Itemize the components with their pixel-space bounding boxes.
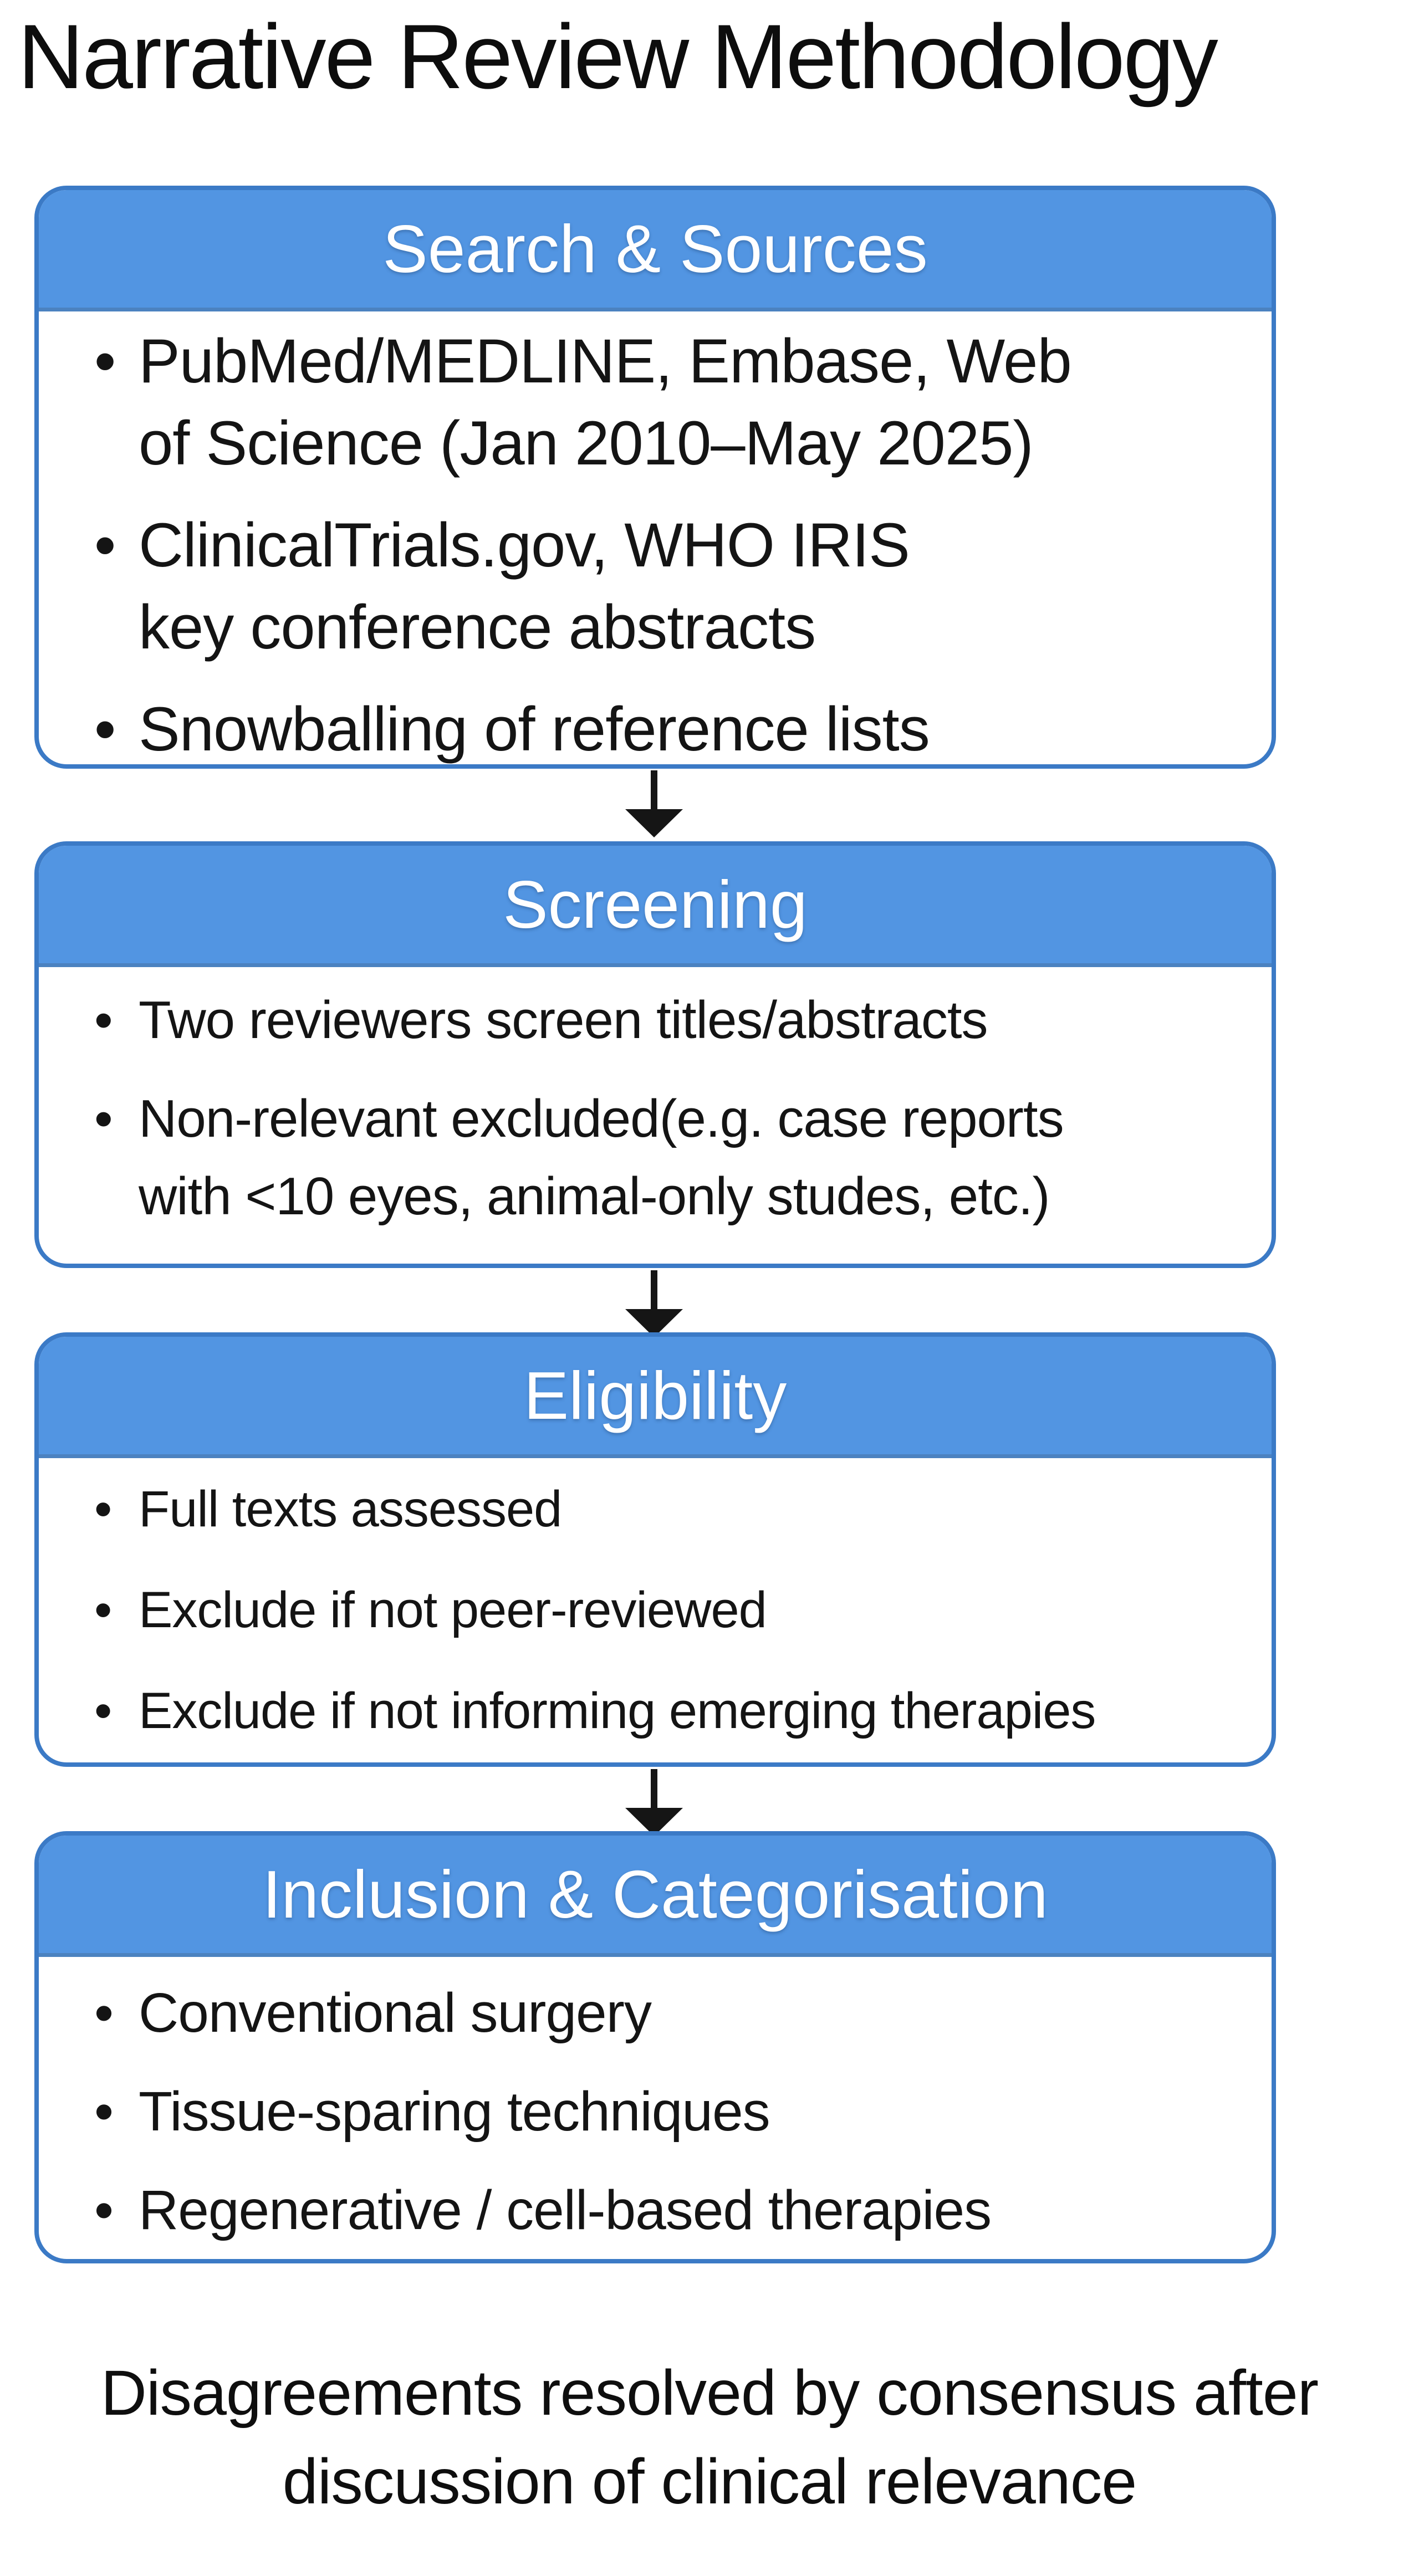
- step-bullets-eligibility: Full texts assessed Exclude if not peer-…: [39, 1458, 1272, 1750]
- bullet-item: Exclude if not informing emerging therap…: [92, 1672, 1256, 1750]
- bullet-item: PubMed/MEDLINE, Embase, Web of Science (…: [92, 320, 1256, 484]
- step-bullets-search-sources: PubMed/MEDLINE, Embase, Web of Science (…: [39, 311, 1272, 764]
- step-bullets-screening: Two reviewers screen titles/abstracts No…: [39, 967, 1272, 1235]
- step-header-inclusion-categorisation: Inclusion & Categorisation: [39, 1836, 1272, 1957]
- bullet-item: ClinicalTrials.gov, WHO IRIS key confere…: [92, 504, 1256, 668]
- page-title: Narrative Review Methodology: [18, 6, 1218, 108]
- flow-arrow-down-2: [625, 1270, 683, 1337]
- bullet-item: Snowballing of reference lists: [92, 688, 1256, 764]
- step-box-search-sources: Search & Sources PubMed/MEDLINE, Embase,…: [34, 186, 1276, 769]
- bullet-item: Exclude if not peer-reviewed: [92, 1571, 1256, 1649]
- flow-arrow-down-1: [625, 770, 683, 837]
- footer-note-line2: discussion of clinical relevance: [282, 2446, 1137, 2517]
- step-box-eligibility: Eligibility Full texts assessed Exclude …: [34, 1332, 1276, 1767]
- flow-arrow-down-3: [625, 1769, 683, 1836]
- bullet-item: Conventional surgery: [92, 1971, 1256, 2054]
- bullet-item: Full texts assessed: [92, 1470, 1256, 1548]
- step-box-screening: Screening Two reviewers screen titles/ab…: [34, 841, 1276, 1268]
- bullet-item: Regenerative / cell-based therapies: [92, 2169, 1256, 2252]
- step-header-search-sources: Search & Sources: [39, 190, 1272, 311]
- bullet-item: Non-relevant excluded(e.g. case reports …: [92, 1080, 1256, 1235]
- step-bullets-inclusion-categorisation: Conventional surgery Tissue-sparing tech…: [39, 1957, 1272, 2252]
- step-box-inclusion-categorisation: Inclusion & Categorisation Conventional …: [34, 1831, 1276, 2263]
- footer-note: Disagreements resolved by consensus afte…: [0, 2349, 1419, 2526]
- step-header-eligibility: Eligibility: [39, 1337, 1272, 1458]
- footer-note-line1: Disagreements resolved by consensus afte…: [100, 2358, 1319, 2429]
- step-header-screening: Screening: [39, 846, 1272, 967]
- bullet-item: Tissue-sparing techniques: [92, 2070, 1256, 2153]
- bullet-item: Two reviewers screen titles/abstracts: [92, 982, 1256, 1059]
